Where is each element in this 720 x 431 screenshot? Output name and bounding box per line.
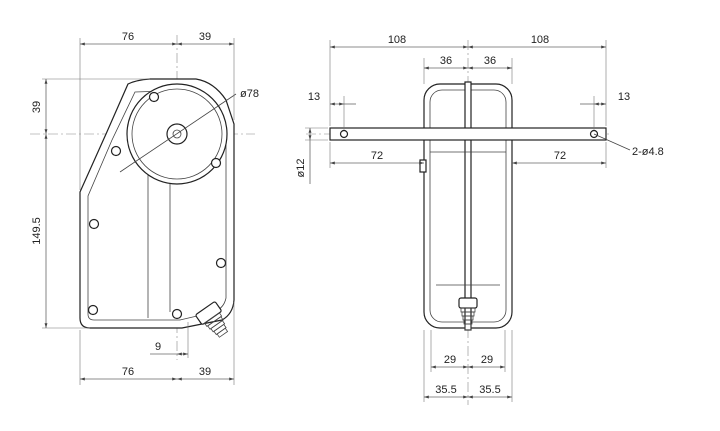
dim-top-right-width: 39 bbox=[199, 31, 211, 43]
screw-6 bbox=[87, 304, 99, 316]
dim-bottom-left-width: 76 bbox=[122, 366, 134, 378]
dim-hole-spec: 2-ø4.8 bbox=[632, 146, 664, 158]
dim-bottom-outer-left: 35.5 bbox=[435, 384, 456, 396]
screw-3 bbox=[210, 157, 222, 169]
output-shaft bbox=[329, 127, 607, 141]
dim-right-shaft-end: 13 bbox=[618, 91, 630, 103]
dim-disc-diameter: ø78 bbox=[240, 88, 259, 100]
dim-right-half-body: 36 bbox=[484, 55, 496, 67]
dim-left-half-body: 36 bbox=[440, 55, 452, 67]
dim-shaft-diameter: ø12 bbox=[295, 159, 307, 178]
dim-left-body-height: 149.5 bbox=[31, 217, 43, 245]
dim-left-top-height: 39 bbox=[31, 101, 43, 113]
dim-bottom-inner-left: 29 bbox=[444, 354, 456, 366]
screw-7 bbox=[171, 308, 183, 320]
screw-4 bbox=[88, 218, 100, 230]
disc-diameter-leader bbox=[119, 93, 237, 173]
dim-bottom-outer-right: 35.5 bbox=[479, 384, 500, 396]
dim-right-shaft-length: 72 bbox=[554, 150, 566, 162]
front-view: 108 108 36 36 13 13 72 72 ø12 2-ø4.8 29 … bbox=[295, 34, 664, 405]
screw-2 bbox=[110, 145, 122, 157]
side-tab bbox=[419, 159, 427, 173]
dim-left-shaft-length: 72 bbox=[371, 150, 383, 162]
front-cable-gland bbox=[458, 297, 478, 331]
output-disc-inner-ring bbox=[131, 88, 223, 180]
dim-bottom-right-width: 39 bbox=[199, 366, 211, 378]
center-divider-plate bbox=[464, 81, 472, 331]
output-hub-center bbox=[172, 129, 182, 139]
dim-bottom-inner-right: 29 bbox=[481, 354, 493, 366]
dim-right-shaft-total: 108 bbox=[531, 34, 549, 46]
dim-left-shaft-end: 13 bbox=[308, 91, 320, 103]
mounting-screws bbox=[87, 91, 227, 320]
screw-1 bbox=[148, 91, 160, 103]
shaft-hole-left bbox=[339, 129, 349, 139]
side-view: 76 39 39 149.5 ø78 9 76 39 bbox=[30, 31, 259, 385]
screw-5 bbox=[215, 257, 227, 269]
dim-bottom-offset: 9 bbox=[155, 341, 161, 353]
hole-leader bbox=[593, 133, 631, 151]
cable-gland bbox=[195, 301, 229, 338]
dim-top-left-width: 76 bbox=[122, 31, 134, 43]
dim-left-shaft-total: 108 bbox=[388, 34, 406, 46]
